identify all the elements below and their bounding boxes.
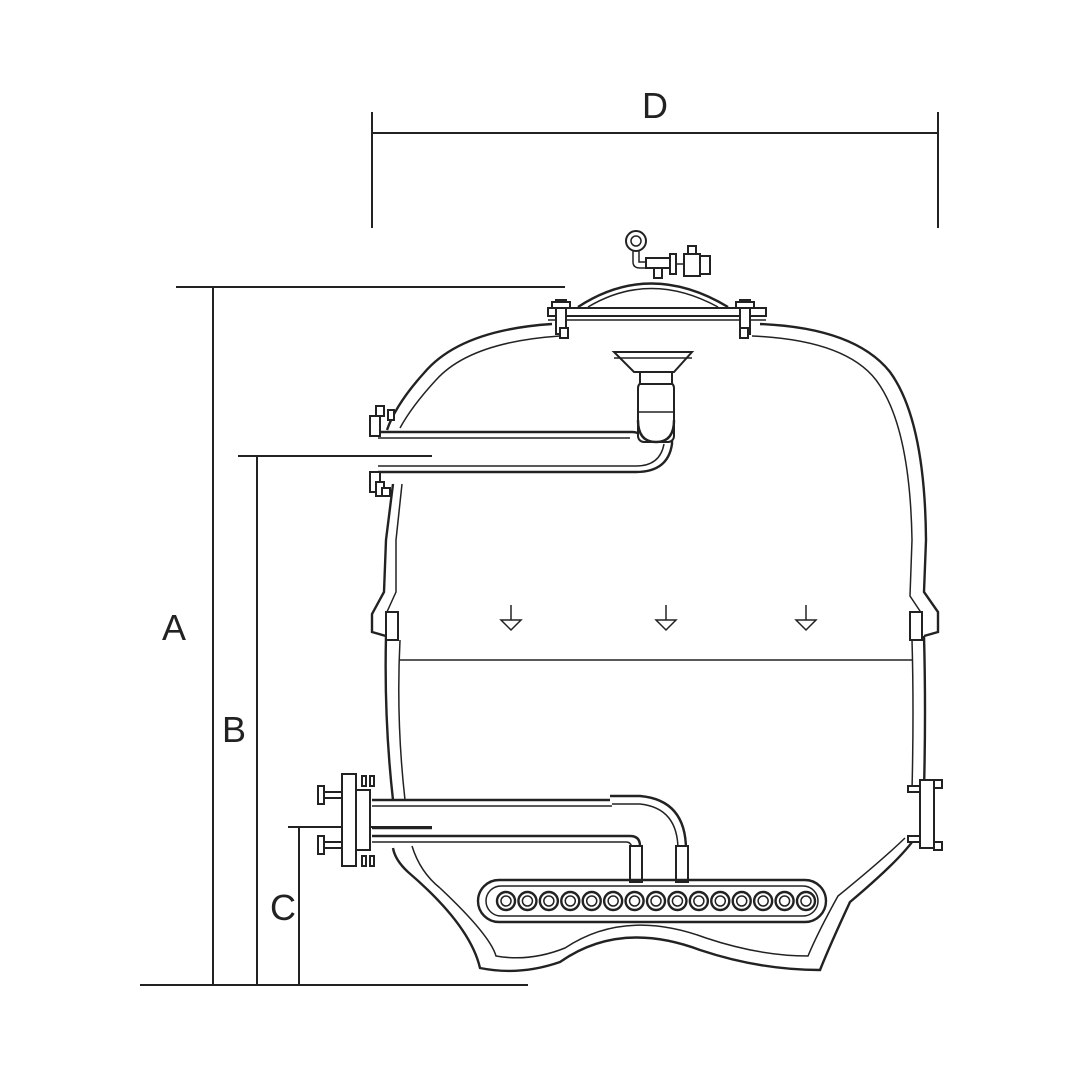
inlet-flange — [369, 405, 395, 497]
nozzle-inner — [521, 895, 534, 907]
nozzle-inner — [564, 895, 577, 907]
air-release-valve — [645, 245, 711, 279]
flow-arrow — [499, 605, 523, 632]
inlet-pipe — [378, 351, 695, 474]
dimension-c: C — [270, 826, 432, 985]
tank-shell — [370, 322, 940, 973]
flow-arrow — [794, 605, 818, 632]
shell-flange-left — [385, 611, 399, 641]
drain-valve — [907, 779, 943, 851]
collector-manifold — [476, 878, 828, 924]
manhole-cover — [547, 282, 767, 339]
nozzle-inner — [714, 895, 727, 907]
nozzle-row — [495, 890, 817, 912]
nozzle — [645, 890, 667, 912]
flow-arrow — [654, 605, 678, 632]
nozzle-inner — [671, 895, 684, 907]
nozzle-inner — [735, 895, 748, 907]
nozzle-inner — [650, 895, 662, 907]
nozzle — [731, 890, 752, 912]
nozzle — [560, 890, 581, 912]
dimension-b-label: B — [222, 709, 246, 750]
dimension-d-label: D — [642, 85, 668, 126]
nozzle — [752, 890, 774, 912]
nozzle — [495, 890, 517, 912]
nozzle-inner — [500, 895, 512, 907]
pressure-gauge — [625, 230, 650, 269]
nozzle-inner — [585, 895, 598, 907]
nozzle-inner — [693, 895, 705, 907]
dimension-a: A — [162, 286, 565, 985]
dimension-d: D — [371, 85, 939, 228]
nozzle — [517, 890, 538, 912]
nozzle — [774, 890, 795, 912]
nozzle-inner — [778, 895, 791, 907]
nozzle — [581, 890, 602, 912]
dimension-b: B — [222, 455, 432, 985]
nozzle-inner — [607, 895, 619, 907]
nozzle-inner — [800, 895, 812, 907]
nozzle — [538, 890, 560, 912]
nozzle-inner — [757, 895, 769, 907]
dimension-c-label: C — [270, 887, 296, 928]
nozzle — [624, 890, 645, 912]
shell-flange-right — [909, 611, 923, 641]
outlet-flange — [317, 773, 375, 867]
nozzle — [688, 890, 710, 912]
nozzle — [602, 890, 624, 912]
nozzle — [795, 890, 817, 912]
nozzle — [667, 890, 688, 912]
nozzle-inner — [628, 895, 641, 907]
nozzle-inner — [543, 895, 555, 907]
nozzle — [710, 890, 731, 912]
outlet-pipe — [372, 794, 689, 883]
dimension-a-label: A — [162, 607, 186, 648]
